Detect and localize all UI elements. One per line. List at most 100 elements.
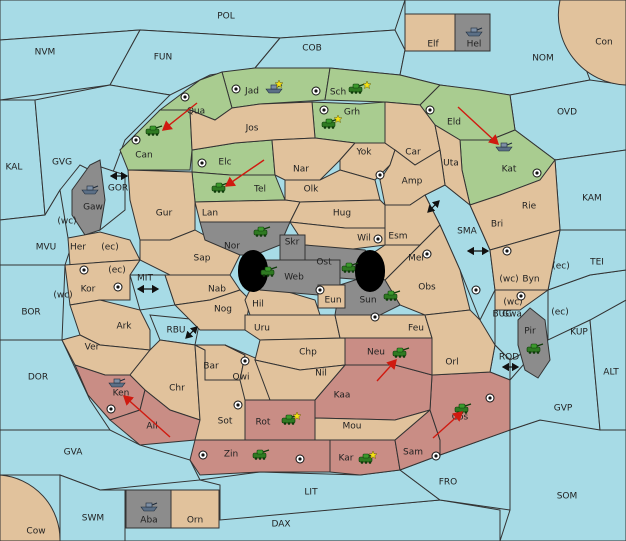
coast-label-Her-ec: (ec) — [101, 243, 119, 253]
land-Orn[interactable] — [170, 489, 220, 529]
label-Uru: Uru — [254, 324, 270, 334]
sea-SOM[interactable] — [499, 419, 626, 541]
land-Orl[interactable] — [424, 309, 496, 376]
land-Gur[interactable] — [127, 169, 196, 241]
land-Obs[interactable] — [384, 224, 471, 316]
sea-SWM[interactable] — [59, 474, 126, 541]
label-SMA: SMA — [457, 227, 477, 237]
land-Pir[interactable] — [517, 307, 551, 379]
label-Elc: Elc — [218, 158, 231, 168]
label-Amp: Amp — [402, 177, 423, 187]
label-Nil: Nil — [315, 369, 327, 379]
land-Nil[interactable] — [254, 359, 347, 401]
label-Sot: Sot — [218, 417, 233, 427]
sea-DOR[interactable] — [0, 339, 111, 431]
move-arrow — [224, 159, 265, 187]
supply-center-dot — [373, 315, 377, 319]
label-DAX: DAX — [271, 520, 290, 530]
label-Cow: Cow — [26, 527, 45, 537]
coast-label-Kor-wc: (wc) — [53, 291, 72, 301]
label-Hel: Hel — [467, 40, 482, 50]
supply-center-dot — [519, 294, 523, 298]
land-Tel[interactable] — [191, 171, 286, 203]
label-Neu: Neu — [367, 348, 385, 358]
coast-label-Gwa-ec: (ec) — [551, 308, 569, 318]
label-BUC: BUC — [492, 310, 511, 320]
supply-center-dot — [109, 407, 113, 411]
land-Feu[interactable] — [334, 314, 433, 339]
label-Rie: Rie — [522, 202, 537, 212]
move-arrow — [457, 106, 500, 145]
label-Chr: Chr — [169, 384, 185, 394]
move-arrow — [161, 102, 198, 131]
sea-BOR[interactable] — [0, 264, 66, 341]
supply-center-dot — [474, 288, 478, 292]
supply-center-dot — [116, 285, 120, 289]
label-RBU: RBU — [166, 326, 185, 336]
land-Amp[interactable] — [379, 149, 446, 206]
sea-KAM[interactable] — [554, 149, 626, 231]
land-Gaw[interactable] — [71, 159, 106, 236]
supply-center-dot — [234, 87, 238, 91]
label-Mou: Mou — [343, 422, 362, 432]
label-Gur: Gur — [156, 209, 173, 219]
label-Orl: Orl — [445, 358, 458, 368]
label-Bri: Bri — [491, 220, 503, 230]
label-FRO: FRO — [439, 478, 458, 488]
coast-label-Gaw-wc: (wc) — [57, 217, 76, 227]
label-Lan: Lan — [202, 209, 218, 219]
land-Nar[interactable] — [271, 137, 357, 181]
label-GVG: GVG — [52, 158, 72, 168]
land-Ail[interactable] — [108, 389, 201, 446]
land-Con[interactable] — [557, 0, 626, 86]
label-Ken: Ken — [113, 389, 130, 399]
label-Bar: Bar — [203, 362, 219, 372]
supply-center-dot — [82, 268, 86, 272]
supply-center-dot — [318, 288, 322, 292]
order-arrows — [122, 102, 500, 439]
coast-label-Gwa-wc: (wc) — [503, 298, 522, 308]
label-LIT: LIT — [304, 488, 318, 498]
label-Eun: Eun — [324, 296, 341, 306]
label-Chp: Chp — [299, 348, 317, 358]
black-hole-left — [238, 250, 268, 292]
supply-center-dot — [243, 359, 247, 363]
label-Esm: Esm — [388, 232, 407, 242]
label-Gwa: Gwa — [502, 310, 522, 320]
land-Mou[interactable] — [314, 409, 431, 441]
label-DOR: DOR — [28, 373, 48, 383]
label-Yok: Yok — [355, 148, 372, 158]
label-Jos: Jos — [245, 124, 259, 134]
land-Elf[interactable] — [404, 13, 456, 52]
supply-center-dot — [425, 252, 429, 256]
label-Byn: Byn — [522, 275, 539, 285]
label-Obs: Obs — [418, 283, 436, 293]
label-ALT: ALT — [603, 368, 619, 378]
label-KUP: KUP — [570, 328, 588, 338]
label-Zin: Zin — [224, 450, 238, 460]
land-Cow[interactable] — [0, 474, 61, 541]
supply-center-dot — [434, 454, 438, 458]
supply-center-dot — [236, 403, 240, 407]
passage-arrows — [109, 171, 520, 372]
label-GOR: GOR — [108, 184, 128, 194]
label-COB: COB — [302, 44, 322, 54]
passage-arrow — [427, 200, 440, 213]
label-Ost: Ost — [316, 258, 332, 268]
label-NOM: NOM — [532, 54, 554, 64]
label-Kaa: Kaa — [334, 391, 351, 401]
land-Kor[interactable] — [64, 259, 141, 306]
supply-center-dot — [200, 161, 204, 165]
label-MIT: MIT — [137, 274, 153, 284]
land-Jos[interactable] — [189, 101, 316, 151]
black-hole-right — [355, 250, 385, 292]
label-MVU: MVU — [36, 243, 57, 253]
label-Hug: Hug — [333, 209, 351, 219]
supply-center-dot — [134, 138, 138, 142]
label-SOM: SOM — [557, 492, 578, 502]
label-FUN: FUN — [154, 53, 173, 63]
label-NVM: NVM — [35, 48, 56, 58]
sea-label-layer: POL COB FUN NVM NOM OVD KAL GVG GOR MVU … — [6, 12, 620, 537]
label-SWM: SWM — [82, 514, 104, 524]
